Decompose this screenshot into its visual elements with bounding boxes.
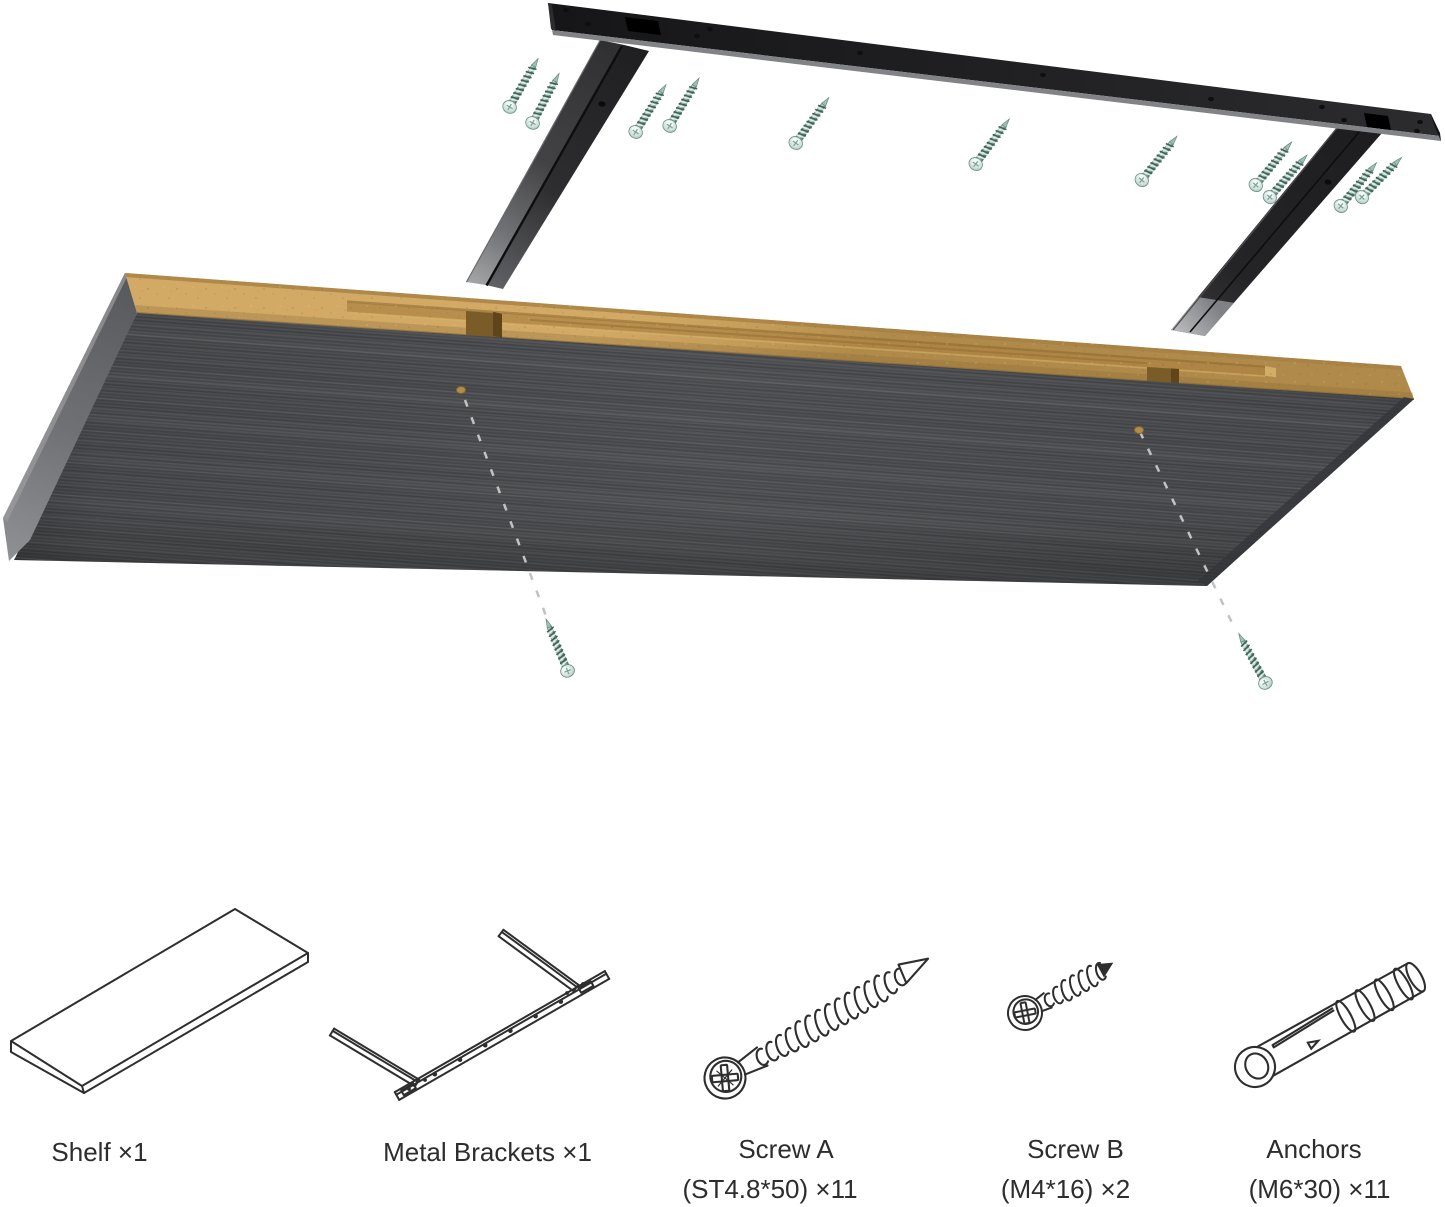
svg-text:Screw B: Screw B xyxy=(1027,1134,1124,1164)
svg-text:Screw A: Screw A xyxy=(738,1134,834,1164)
svg-text:(M4*16) ×2: (M4*16) ×2 xyxy=(1001,1174,1130,1204)
svg-text:(ST4.8*50) ×11: (ST4.8*50) ×11 xyxy=(682,1174,857,1204)
svg-text:Anchors: Anchors xyxy=(1266,1134,1361,1164)
svg-text:(M6*30) ×11: (M6*30) ×11 xyxy=(1249,1174,1391,1204)
svg-text:Metal Brackets ×1: Metal Brackets ×1 xyxy=(383,1137,592,1167)
svg-text:Shelf ×1: Shelf ×1 xyxy=(51,1137,147,1167)
